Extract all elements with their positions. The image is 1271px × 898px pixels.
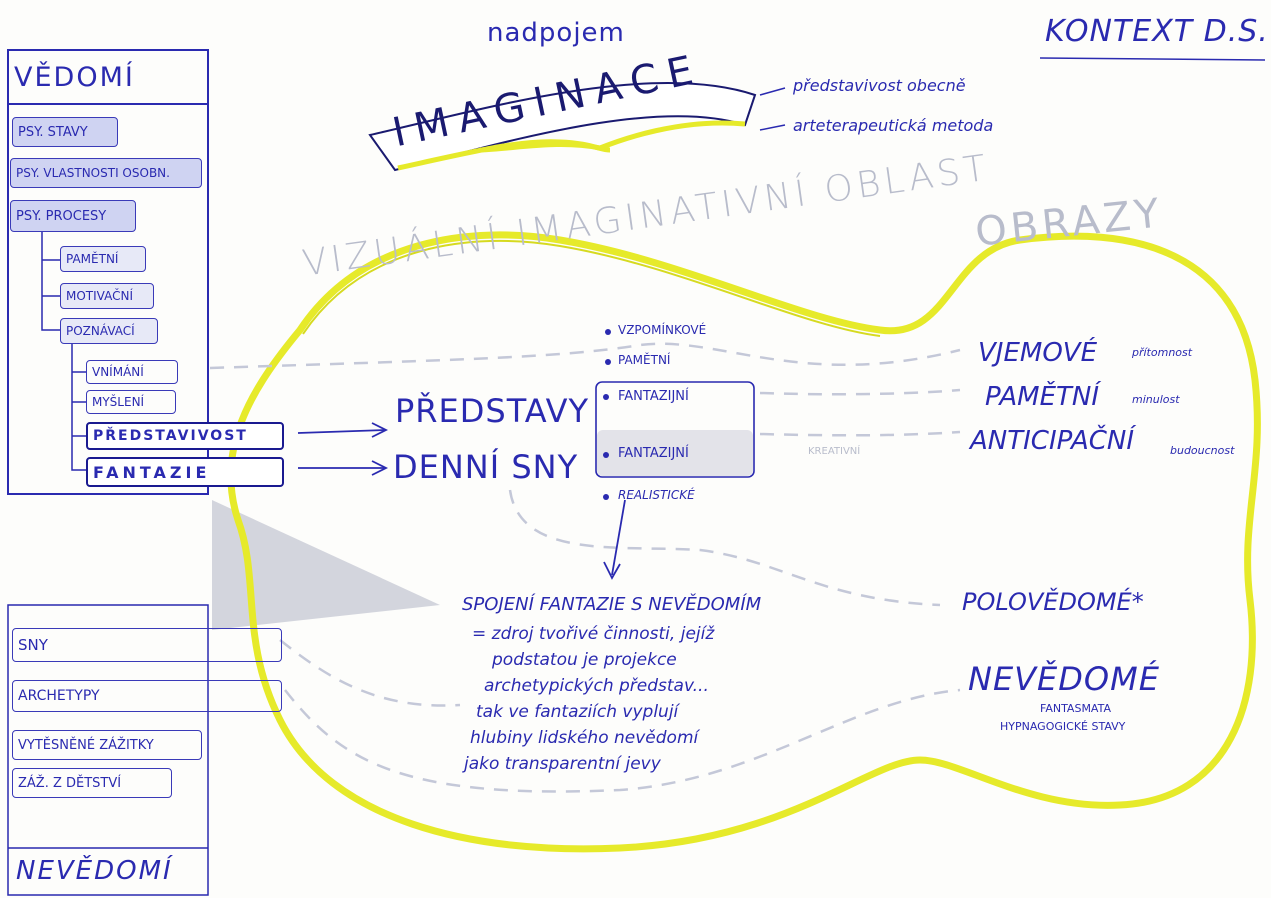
box-fantazie: FANTAZIE (86, 457, 284, 487)
bullet-vzpominkove: VZPOMÍNKOVÉ (618, 323, 707, 337)
box-psy-procesy: PSY. PROCESY (10, 200, 136, 232)
box-vnimani: VNÍMÁNÍ (86, 360, 178, 384)
box-zaz-z-detstvi: ZÁŽ. Z DĚTSTVÍ (12, 768, 172, 798)
box-motivacni: MOTIVAČNÍ (60, 283, 154, 309)
label-nevedome: NEVĚDOMÉ (968, 660, 1160, 698)
box-pametni: PAMĚTNÍ (60, 246, 146, 272)
connection-line: podstatou je projekce (492, 650, 677, 670)
hierarchy-lines (41, 232, 88, 471)
superconcept-label: nadpojem (487, 18, 625, 48)
connection-line: jako transparentní jevy (464, 754, 661, 774)
note-pritomnost: přítomnost (1132, 346, 1193, 359)
note-general: představivost obecně (793, 76, 966, 95)
arrows (297, 422, 626, 580)
box-poznavaci: POZNÁVACÍ (60, 318, 158, 344)
label-vjemove: VJEMOVÉ (978, 338, 1097, 368)
denni-sny-label: DENNÍ SNY (393, 448, 579, 486)
context-title: KONTEXT D.S. (1045, 14, 1269, 49)
connection-line: archetypických představ... (484, 676, 709, 696)
bullet-fantazijni-1: FANTAZIJNÍ (618, 389, 689, 404)
label-pametni: PAMĚTNÍ (985, 382, 1100, 412)
phantasm-label-1: FANTASMATA (1040, 702, 1111, 715)
note-minulost: minulost (1132, 393, 1180, 406)
connection-line: = zdroj tvořivé činnosti, jejíž (472, 624, 715, 644)
connection-line: hlubiny lidského nevědomí (470, 728, 699, 748)
phantasm-label-2: HYPNAGOGICKÉ STAVY (1000, 720, 1126, 733)
box-vytesnene-zazitky: VYTĚSNĚNÉ ZÁŽITKY (12, 730, 202, 760)
box-predstavivost: PŘEDSTAVIVOST (86, 422, 284, 450)
label-anticipacni: ANTICIPAČNÍ (970, 426, 1135, 456)
guitar-outline (227, 231, 1261, 853)
note-budoucnost: budoucnost (1170, 444, 1235, 457)
bullet-realisticke: REALISTICKÉ (618, 488, 695, 502)
connection-title: SPOJENÍ FANTAZIE S NEVĚDOMÍM (462, 594, 762, 615)
predstavy-label: PŘEDSTAVY (395, 392, 590, 430)
bullet-fantazijni-2: FANTAZIJNÍ (618, 446, 689, 461)
kreativni-label: KREATIVNÍ (808, 446, 861, 457)
label-polovedome: POLOVĚDOMÉ* (962, 588, 1144, 616)
shading-wedge (212, 500, 440, 630)
box-psy-vlastnosti: PSY. VLASTNOSTI OSOBN. (10, 158, 202, 188)
conscious-title: VĚDOMÍ (14, 62, 135, 93)
box-psy-stavy: PSY. STAVY (12, 117, 118, 147)
unconscious-title: NEVĚDOMÍ (16, 856, 173, 886)
bullet-pametni: PAMĚTNÍ (618, 353, 671, 367)
box-sny: SNY (12, 628, 282, 662)
connection-line: tak ve fantaziích vyplují (476, 702, 679, 722)
box-mysleni: MYŠLENÍ (86, 390, 176, 414)
box-archetypy: ARCHETYPY (12, 680, 282, 712)
dashed-guidelines (209, 342, 961, 793)
note-method: arteterapeutická metoda (793, 116, 994, 135)
